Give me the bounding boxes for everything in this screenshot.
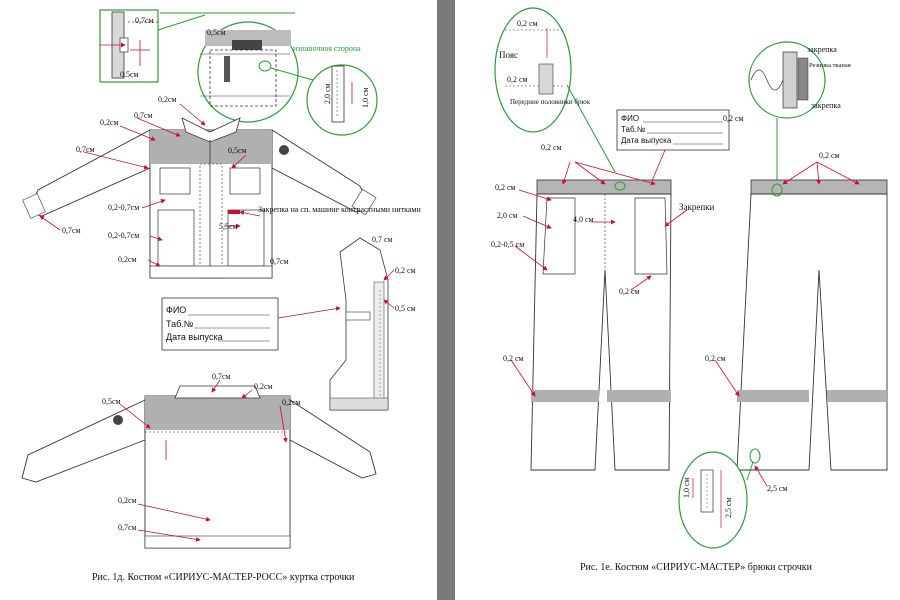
right-page: 0,2 см Пояс 0,2 см Передние половинки бр… [455,0,900,600]
zakrepka-note-1: Закрепка на сп. машине контрастными нитк… [258,205,421,214]
jacket-back [21,385,377,549]
label-box-right [616,109,730,151]
collar-detail-inset [99,9,160,83]
dim-05-back: 0,5см [102,397,121,406]
seam-zoom-circle [306,64,378,136]
dim-55: 5,5см [219,222,238,231]
label-tab: Таб.№ [166,319,194,329]
dim-07-sleeve: 0,7см [62,226,81,235]
front-dimension-lines [39,103,261,267]
dim-40: 4,0 см [573,215,594,224]
label-tab-right: Таб.№ [621,125,646,134]
label-date: Дата выпуска [166,332,223,342]
label-zakrepka1: закрепка [807,45,837,54]
dim-02-a: 0,2см [100,118,119,127]
label-perednie: Передние половинки брюк [510,98,591,106]
dim-07-side: 0,7 см [372,235,393,244]
dim-07-c: 0,7см [76,145,95,154]
back-trouser-dimensions [714,161,860,397]
label-fio-right: ФИО [621,114,639,123]
dim-02-left: 0,2 см [495,183,516,192]
dim-02-back-top: 0,2 см [819,151,840,160]
label-box-left [161,297,279,351]
trousers-drawing: 0,2 см Пояс 0,2 см Передние половинки бр… [491,7,888,549]
dim-02-top: 0,2 см [517,19,538,28]
dim-05-inset: 0,5см [207,28,226,37]
dim-02-belt: 0,2 см [507,75,528,84]
dim-02-front-top: 0,2 см [541,143,562,152]
dim-02-right: 0,2 см [723,114,744,123]
dim-02-hem: 0,2см [118,255,137,264]
dim-10-hem: 1,0 см [682,477,691,498]
dim-02-05: 0,2-0,5 см [491,240,524,249]
dim-02-knee-back: 0,2 см [705,354,726,363]
dim-20-front: 2,0 см [497,211,518,220]
dim-05-top: 0.5см [120,70,139,79]
dim-02-07: 0,2-0,7см [108,203,139,212]
belt-zoom-ellipse [494,7,572,133]
dim-02-knee: 0,2 см [503,354,524,363]
label-fio: ФИО [166,305,186,315]
dim-07-back-top: 0,7см [212,372,231,381]
dim-10-circle: 1,0 см [361,87,370,108]
trousers-front [530,179,672,471]
label-zakrepka2: закрепка [811,101,841,110]
dim-collar: 0,2см [158,95,177,104]
front-trouser-dimensions [510,161,688,397]
left-page: 0,7см 0.5см 0,5см изнаночная сторона 2,0… [0,0,437,600]
dim-20-circle: 2,0 см [323,83,332,104]
pocket-detail-circle [197,21,299,123]
caption-left: Рис. 1д. Костюм «СИРИУС-МАСТЕР-РОСС» кур… [92,572,355,583]
dim-02-back2: 0,2см [282,398,301,407]
dim-07-top: 0,7см [135,16,154,25]
dim-02-pocket: 0,2 см [619,287,640,296]
dim-05-chest: 0,5см [228,146,247,155]
hem-zoom-ellipse [678,451,748,549]
dim-05-side: 0,5 см [395,304,416,313]
dim-07-back-hem: 0,7см [118,523,137,532]
label-zakrepki: Закрепки [679,202,715,212]
dim-07-hem: 0,7см [270,257,289,266]
dim-25b: 2,5 см [767,484,788,493]
jacket-drawing: 0,7см 0.5см 0,5см изнаночная сторона 2,0… [21,9,421,549]
trousers-back [736,179,888,471]
dim-02-back-hem: 0,2см [118,496,137,505]
perednie-text: Передние половинки брюк [510,98,591,106]
label-poyas: Пояс [499,50,518,60]
back-dimension-lines [119,379,288,542]
label-iznanochnaya: изнаночная сторона [293,44,361,53]
dim-02-back1: 0,2см [254,382,273,391]
dim-25-hem: 2,5 см [724,497,733,518]
elastic-zoom-circle [748,41,826,119]
label-date-right: Дата выпуска [621,136,672,145]
caption-right: Рис. 1е. Костюм «СИРИУС-МАСТЕР» брюки ст… [580,562,812,573]
label-rezinka: Резинка тканая [809,62,851,69]
dim-02-side: 0,2 см [395,266,416,275]
dim-07-b: 0,7см [134,111,153,120]
dim-02-07b: 0,2-0,7см [108,231,139,240]
jacket-front [22,117,377,279]
jacket-side-view [329,237,389,411]
